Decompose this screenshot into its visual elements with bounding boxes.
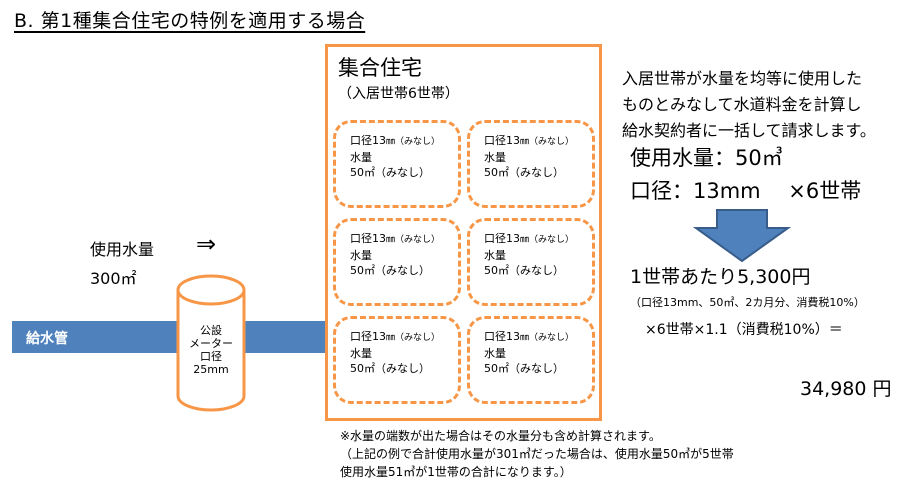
household-unit: 口径13㎜（みなし） 水量 50㎡（みなし） (333, 316, 461, 404)
unit-bore-unit: ㎜（みなし） (520, 137, 575, 147)
building-title: 集合住宅 (338, 56, 422, 80)
unit-usage: 50㎡（みなし） (350, 362, 430, 375)
meter-label-line: 25mm (193, 363, 229, 376)
description-line: ものとみなして水道料金を計算し (622, 95, 862, 114)
household-unit: 口径13㎜（みなし） 水量 50㎡（みなし） (467, 120, 595, 208)
unit-bore-unit: ㎜（みなし） (520, 235, 575, 245)
unit-usage-label: 水量 (484, 347, 506, 360)
unit-bore: 口径13 (350, 232, 386, 245)
footnote-line: ※水量の端数が出た場合はその水量分も含め計算されます。 (340, 429, 661, 443)
unit-bore-unit: ㎜（みなし） (520, 333, 575, 343)
unit-usage: 50㎡（みなし） (484, 264, 564, 277)
household-unit: 口径13㎜（みなし） 水量 50㎡（みなし） (467, 316, 595, 404)
unit-bore: 口径13 (484, 330, 520, 343)
deemed-bore: 口径：13mm ×6世帯 (630, 179, 862, 203)
pipe-label: 給水管 (26, 331, 68, 347)
household-unit: 口径13㎜（みなし） 水量 50㎡（みなし） (333, 218, 461, 306)
unit-usage: 50㎡（みなし） (484, 362, 564, 375)
household-unit: 口径13㎜（みなし） 水量 50㎡（みなし） (467, 218, 595, 306)
usage-label: 使用水量 (90, 240, 155, 259)
description-line: 入居世帯が水量を均等に使用した (622, 69, 863, 88)
meter-label: 公設 メーター 口径 25mm (180, 324, 242, 376)
unit-bore: 口径13 (484, 232, 520, 245)
footnote: ※水量の端数が出た場合はその水量分も含め計算されます。 （上記の例で合計使用水量… (340, 427, 734, 481)
unit-usage-label: 水量 (484, 249, 506, 262)
water-supply-pipe (12, 321, 330, 353)
unit-bore: 口径13 (350, 134, 386, 147)
page-title: B. 第1種集合住宅の特例を適用する場合 (14, 10, 366, 32)
footnote-line: （上記の例で合計使用水量が301㎥だった場合は、使用水量50㎥が5世帯 (340, 447, 734, 461)
deemed-usage: 使用水量：50㎥ (630, 146, 783, 170)
household-unit: 口径13㎜（みなし） 水量 50㎡（みなし） (333, 120, 461, 208)
total-amount: 34,980 円 (800, 378, 892, 400)
per-household-note: （口径13mm、50㎥、2カ月分、消費税10%） (630, 296, 865, 309)
meter-label-line: 公設 (200, 324, 222, 337)
unit-bore-unit: ㎜（みなし） (386, 137, 441, 147)
unit-usage-label: 水量 (350, 249, 372, 262)
calculation-line: ×6世帯×1.1（消費税10%）＝ (645, 322, 843, 338)
per-household-fee: 1世帯あたり5,300円 (630, 266, 811, 288)
right-arrow-icon: ⇒ (196, 230, 217, 258)
unit-usage-label: 水量 (350, 347, 372, 360)
unit-usage: 50㎡（みなし） (350, 264, 430, 277)
water-meter-cylinder-icon (176, 274, 246, 412)
description-line: 給水契約者に一括して請求します。 (622, 121, 876, 140)
meter-label-line: 口径 (200, 350, 222, 363)
footnote-line: 使用水量51㎥が1世帯の合計になります。） (340, 465, 572, 479)
unit-usage: 50㎡（みなし） (350, 166, 430, 179)
unit-bore-unit: ㎜（みなし） (386, 235, 441, 245)
usage-value: 300㎡ (90, 269, 137, 288)
unit-bore: 口径13 (350, 330, 386, 343)
billing-description: 入居世帯が水量を均等に使用した ものとみなして水道料金を計算し 給水契約者に一括… (622, 66, 876, 144)
unit-bore-unit: ㎜（みなし） (386, 333, 441, 343)
unit-bore: 口径13 (484, 134, 520, 147)
meter-label-line: メーター (189, 337, 233, 350)
down-arrow-icon (693, 209, 791, 263)
unit-usage-label: 水量 (484, 151, 506, 164)
building-subtitle: （入居世帯6世帯） (338, 86, 459, 102)
unit-usage-label: 水量 (350, 151, 372, 164)
unit-usage: 50㎡（みなし） (484, 166, 564, 179)
